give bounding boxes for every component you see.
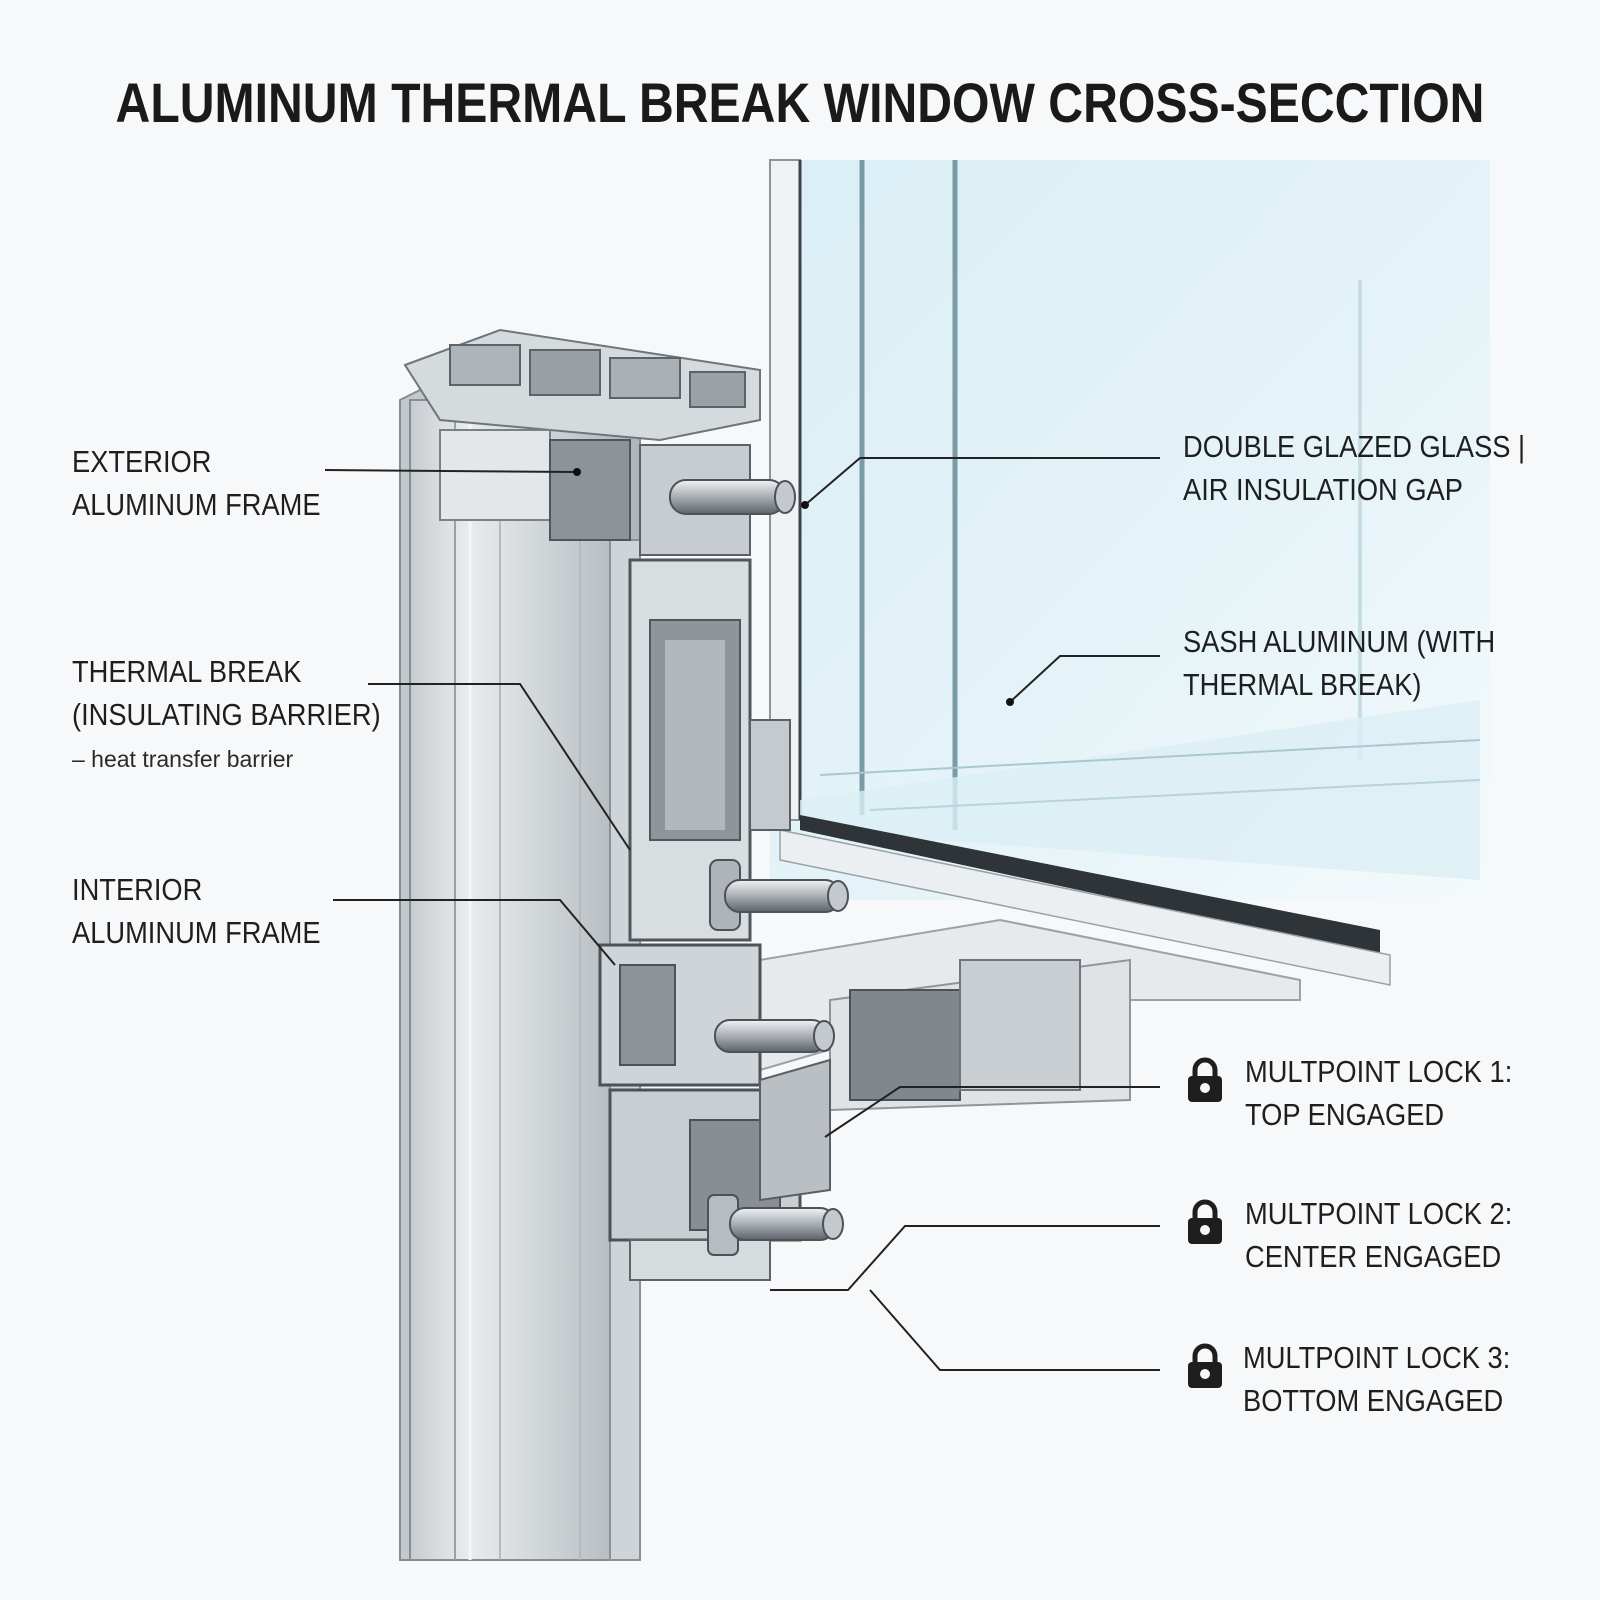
leader-lock2 xyxy=(770,1225,1160,1291)
diagram-title: ALUMINUM THERMAL BREAK WINDOW CROSS-SECC… xyxy=(115,71,1485,134)
leader-interior-frame xyxy=(333,899,616,966)
label-double-glazed-glass: DOUBLE GLAZED GLASS | AIR INSULATION GAP xyxy=(1183,429,1526,507)
label-thermal-break-note: – heat transfer barrier xyxy=(72,746,294,772)
lock-pin-bottom xyxy=(707,1194,844,1256)
padlock-icon xyxy=(1188,1057,1222,1102)
leader-thermal-break xyxy=(368,683,631,851)
leader-dot-sash xyxy=(1006,698,1014,706)
label-interior-aluminum-frame: INTERIOR ALUMINUM FRAME xyxy=(72,872,321,950)
lock-pin-top xyxy=(709,859,849,931)
leader-lock1 xyxy=(824,1086,1160,1138)
leader-sash xyxy=(1009,655,1160,703)
lock-pin-exterior xyxy=(669,479,796,515)
leader-dot-glass xyxy=(801,501,809,509)
sill-profile xyxy=(759,918,1301,1112)
leader-lock3 xyxy=(869,1289,1160,1371)
label-multipoint-lock-3: MULTPOINT LOCK 3: BOTTOM ENGAGED xyxy=(1243,1340,1511,1418)
label-sash-aluminum: SASH ALUMINUM (WITH THERMAL BREAK) xyxy=(1183,624,1496,702)
padlock-icon xyxy=(1188,1199,1222,1244)
label-multipoint-lock-2: MULTPOINT LOCK 2: CENTER ENGAGED xyxy=(1245,1196,1513,1274)
interior-aluminum-frame-profile xyxy=(598,943,831,1281)
exterior-aluminum-frame-profile xyxy=(403,328,761,556)
double-glazed-glass xyxy=(769,159,1490,986)
leader-lines xyxy=(324,457,1160,1371)
thermal-break-chamber xyxy=(628,558,791,942)
lock-pin-center xyxy=(714,1019,835,1053)
padlock-icon xyxy=(1188,1343,1222,1388)
label-multipoint-lock-1: MULTPOINT LOCK 1: TOP ENGAGED xyxy=(1245,1054,1513,1132)
leader-exterior-frame xyxy=(324,469,576,473)
label-exterior-aluminum-frame: EXTERIOR ALUMINUM FRAME xyxy=(72,444,321,522)
leader-glass xyxy=(804,457,1160,506)
label-thermal-break: THERMAL BREAK (INSULATING BARRIER) xyxy=(72,654,381,732)
leader-dot-exterior xyxy=(573,468,581,476)
